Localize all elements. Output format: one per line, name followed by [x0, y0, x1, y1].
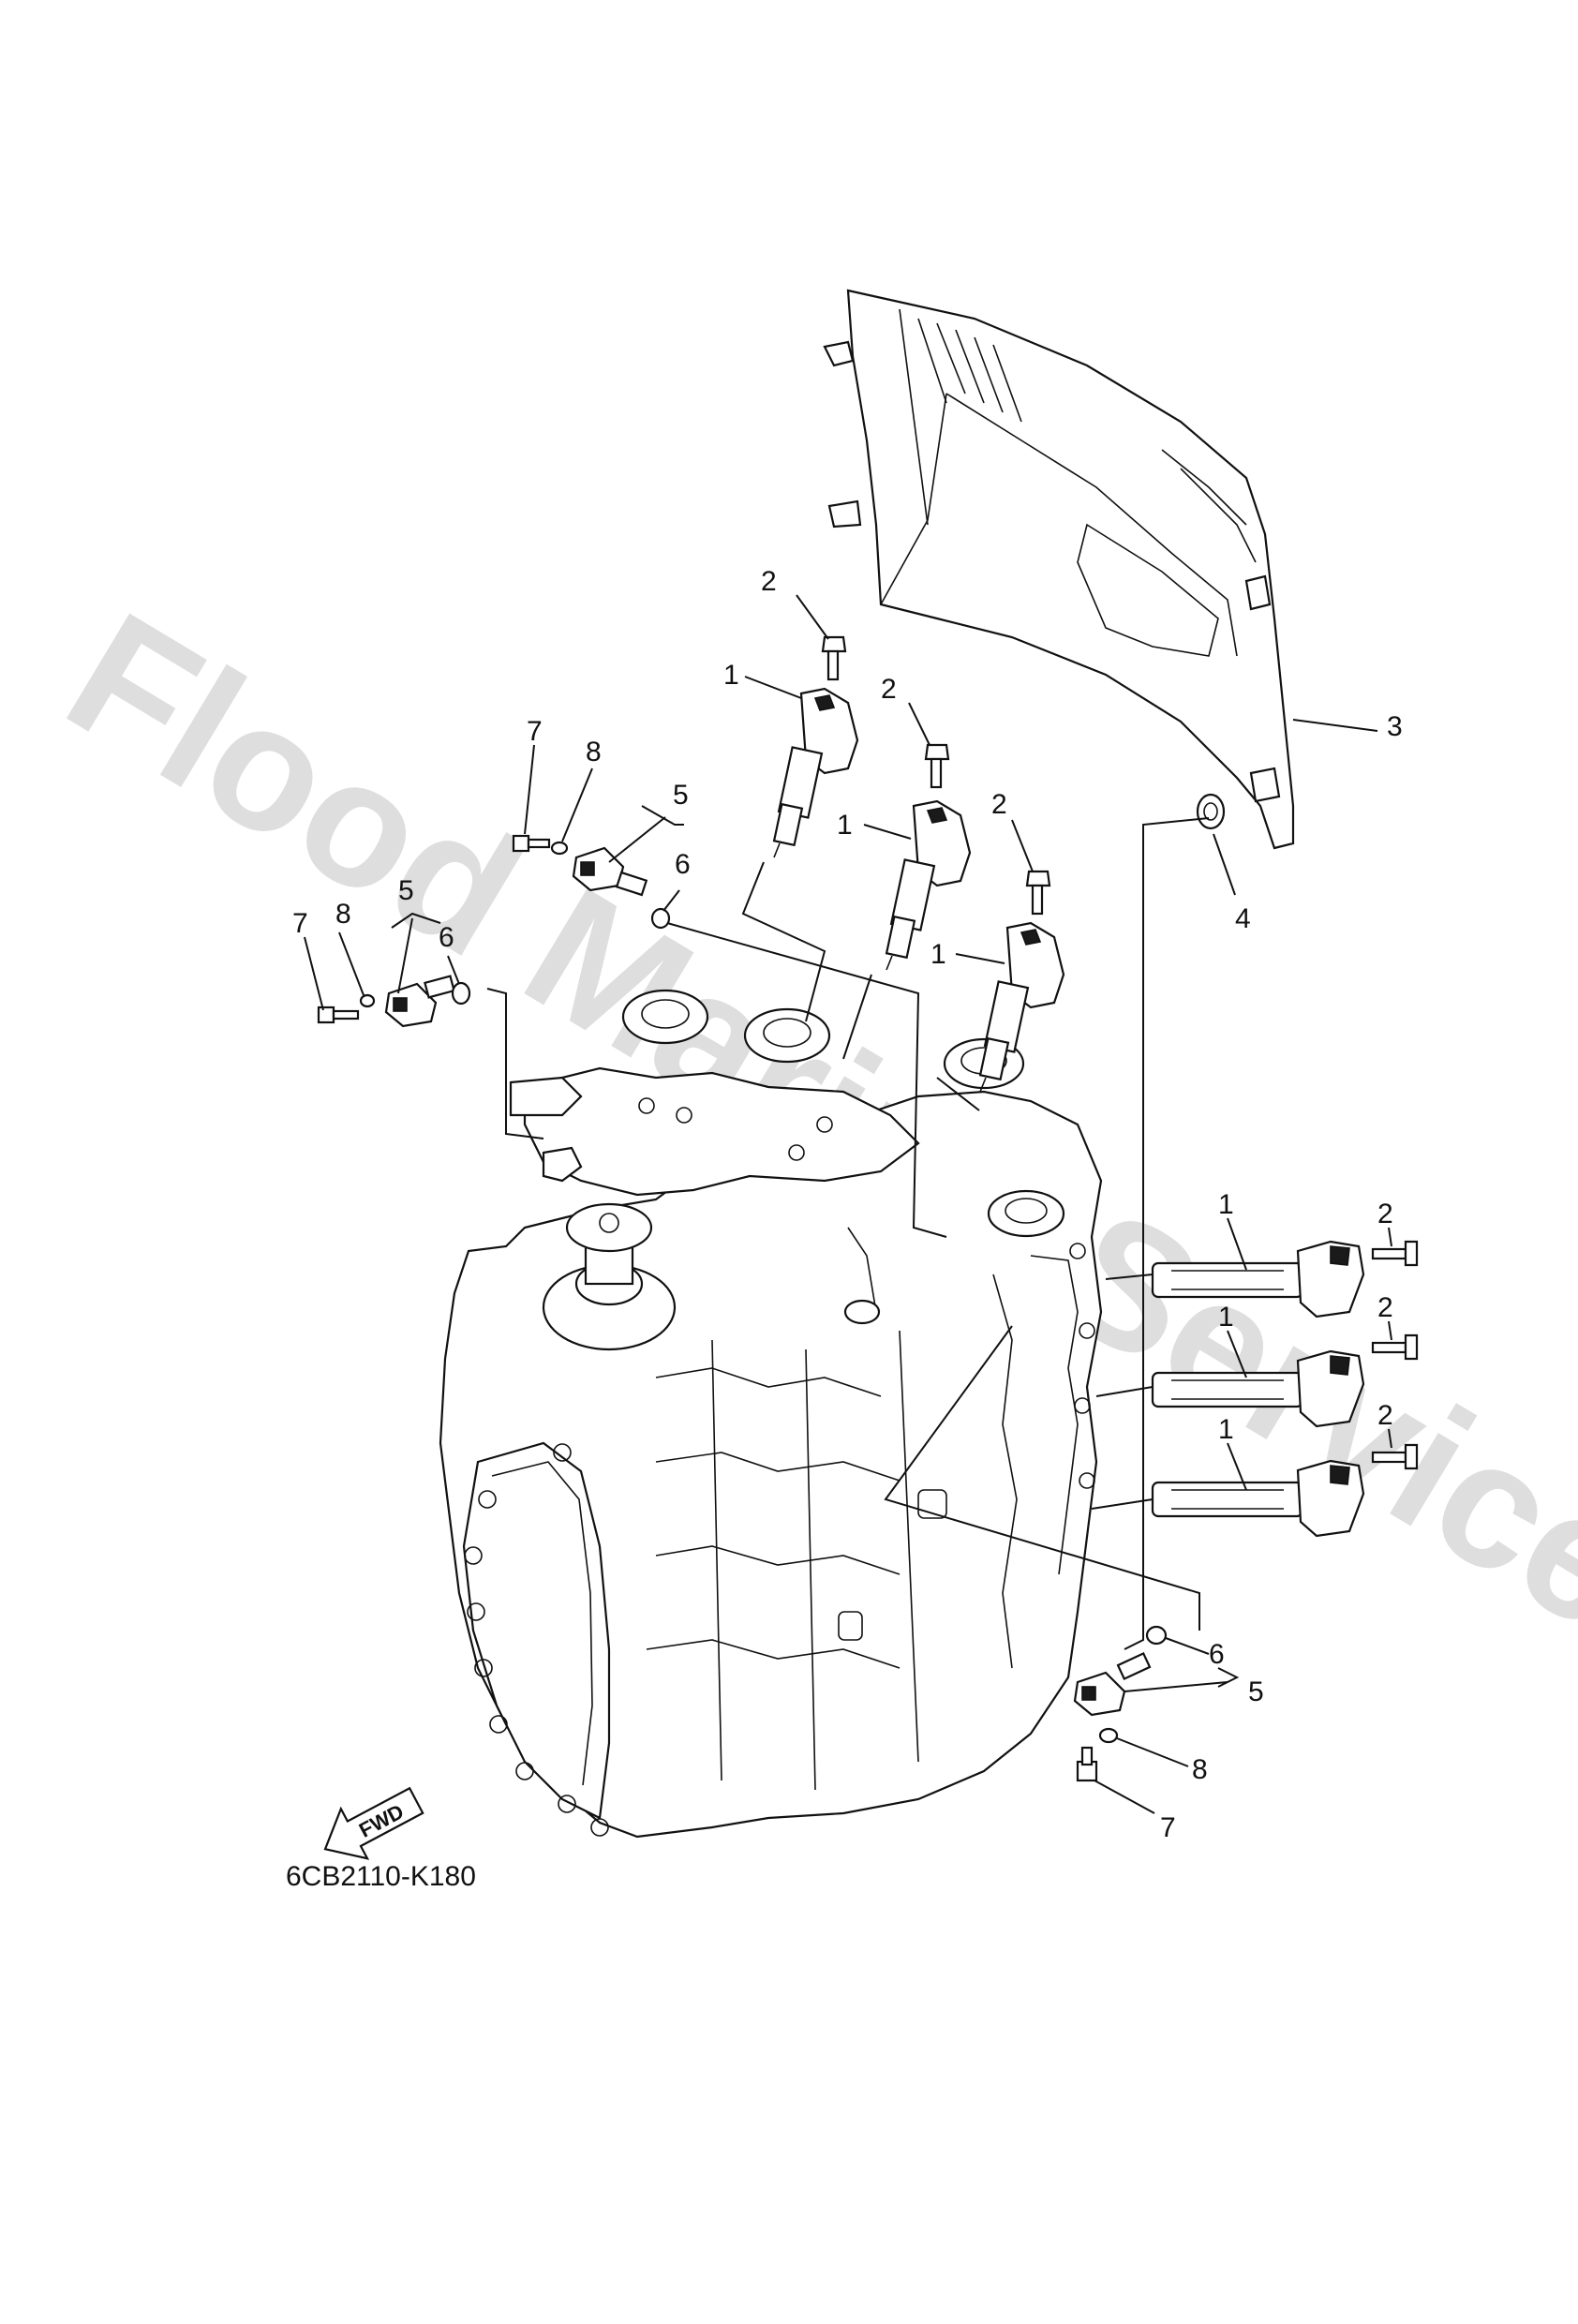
- ignition-coil-top-2: [885, 799, 972, 971]
- callout-8: 8: [586, 737, 602, 767]
- ignition-coil-top-1: [772, 687, 859, 858]
- sensor-lower: [1073, 1651, 1152, 1717]
- oring-left: [451, 981, 471, 1006]
- coil-bolt-right-1: [1371, 1240, 1419, 1267]
- callout-8: 8: [1192, 1754, 1208, 1785]
- callout-7: 7: [1160, 1812, 1176, 1843]
- ignition-coil-right-1: [1151, 1240, 1365, 1318]
- sensor-upper: [572, 846, 648, 897]
- coil-bolt-top-1: [821, 635, 847, 681]
- callout-4: 4: [1235, 903, 1251, 934]
- leader-lines: [304, 594, 1392, 1814]
- callout-2: 2: [761, 566, 777, 597]
- callout-1: 1: [1218, 1414, 1234, 1445]
- engine-block: [439, 989, 1103, 1839]
- callout-6: 6: [1209, 1639, 1225, 1670]
- bolt-upper: [512, 834, 551, 853]
- callout-2: 2: [1377, 1292, 1393, 1323]
- callout-5: 5: [398, 875, 414, 906]
- ignition-coil-top-3: [978, 921, 1065, 1093]
- bolt-lower: [1076, 1746, 1098, 1782]
- engine-cover: [823, 289, 1295, 850]
- callout-1: 1: [1218, 1189, 1234, 1220]
- callout-2: 2: [1377, 1199, 1393, 1229]
- callout-1: 1: [930, 939, 946, 970]
- callout-6: 6: [675, 849, 691, 880]
- callout-1: 1: [837, 810, 853, 841]
- callout-2: 2: [881, 674, 897, 705]
- washer-left: [359, 993, 376, 1008]
- washer-upper: [550, 841, 569, 856]
- callout-3: 3: [1387, 711, 1403, 742]
- callout-5: 5: [673, 780, 689, 811]
- bolt-left: [317, 1006, 360, 1024]
- callout-8: 8: [335, 899, 351, 930]
- ignition-coil-right-2: [1151, 1349, 1365, 1428]
- washer-lower: [1098, 1727, 1119, 1744]
- diagram-code: 6CB2110-K180: [286, 1861, 476, 1892]
- callout-7: 7: [292, 908, 308, 939]
- grommet-part: [1196, 793, 1226, 830]
- fwd-arrow-icon: FWD: [323, 1786, 424, 1860]
- oring-lower: [1145, 1625, 1168, 1646]
- coil-bolt-right-2: [1371, 1333, 1419, 1361]
- oring-upper: [650, 907, 671, 930]
- callout-1: 1: [723, 660, 739, 691]
- callout-labels: 1 1 1 1 1 1 2 2 2 2 2 2 3 4 5 5 5 6 6 6 …: [292, 566, 1403, 1843]
- callout-7: 7: [527, 716, 543, 747]
- coil-bolt-top-3: [1025, 870, 1051, 916]
- callout-6: 6: [439, 922, 454, 953]
- callout-5: 5: [1248, 1676, 1264, 1707]
- callout-2: 2: [1377, 1400, 1393, 1431]
- coil-bolt-top-2: [924, 743, 950, 789]
- sensor-left: [384, 975, 455, 1028]
- callout-2: 2: [991, 789, 1007, 820]
- coil-bolt-right-3: [1371, 1443, 1419, 1470]
- callout-1: 1: [1218, 1302, 1234, 1333]
